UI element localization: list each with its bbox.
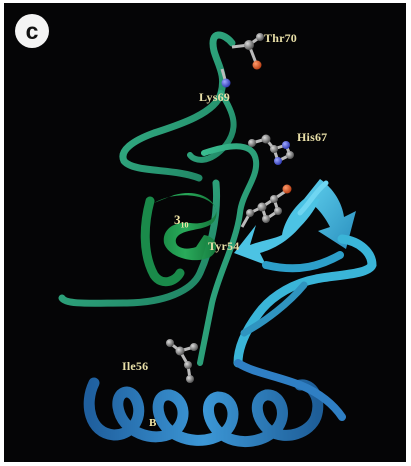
label-lys69: Lys69 bbox=[199, 90, 230, 105]
thr70-sidechain bbox=[232, 33, 264, 70]
molecular-structure-panel: c Thr70 Lys69 His67 Tyr54 Ile56 310 B bbox=[4, 3, 406, 462]
label-tyr54: Tyr54 bbox=[208, 239, 239, 254]
label-helix-3-10: 310 bbox=[174, 212, 189, 230]
panel-letter: c bbox=[26, 18, 39, 44]
panel-letter-badge: c bbox=[15, 14, 49, 48]
label-his67: His67 bbox=[297, 130, 327, 145]
ribbon-diagram bbox=[4, 3, 406, 462]
beta-sheet bbox=[234, 179, 372, 363]
helix-b bbox=[89, 363, 342, 442]
ile56-sidechain bbox=[166, 339, 198, 383]
label-thr70: Thr70 bbox=[264, 31, 297, 46]
label-helix-b: B bbox=[149, 417, 156, 429]
helix-3-10-sub: 10 bbox=[181, 221, 189, 230]
label-ile56: Ile56 bbox=[122, 359, 148, 374]
helix-3-10 bbox=[145, 193, 216, 282]
